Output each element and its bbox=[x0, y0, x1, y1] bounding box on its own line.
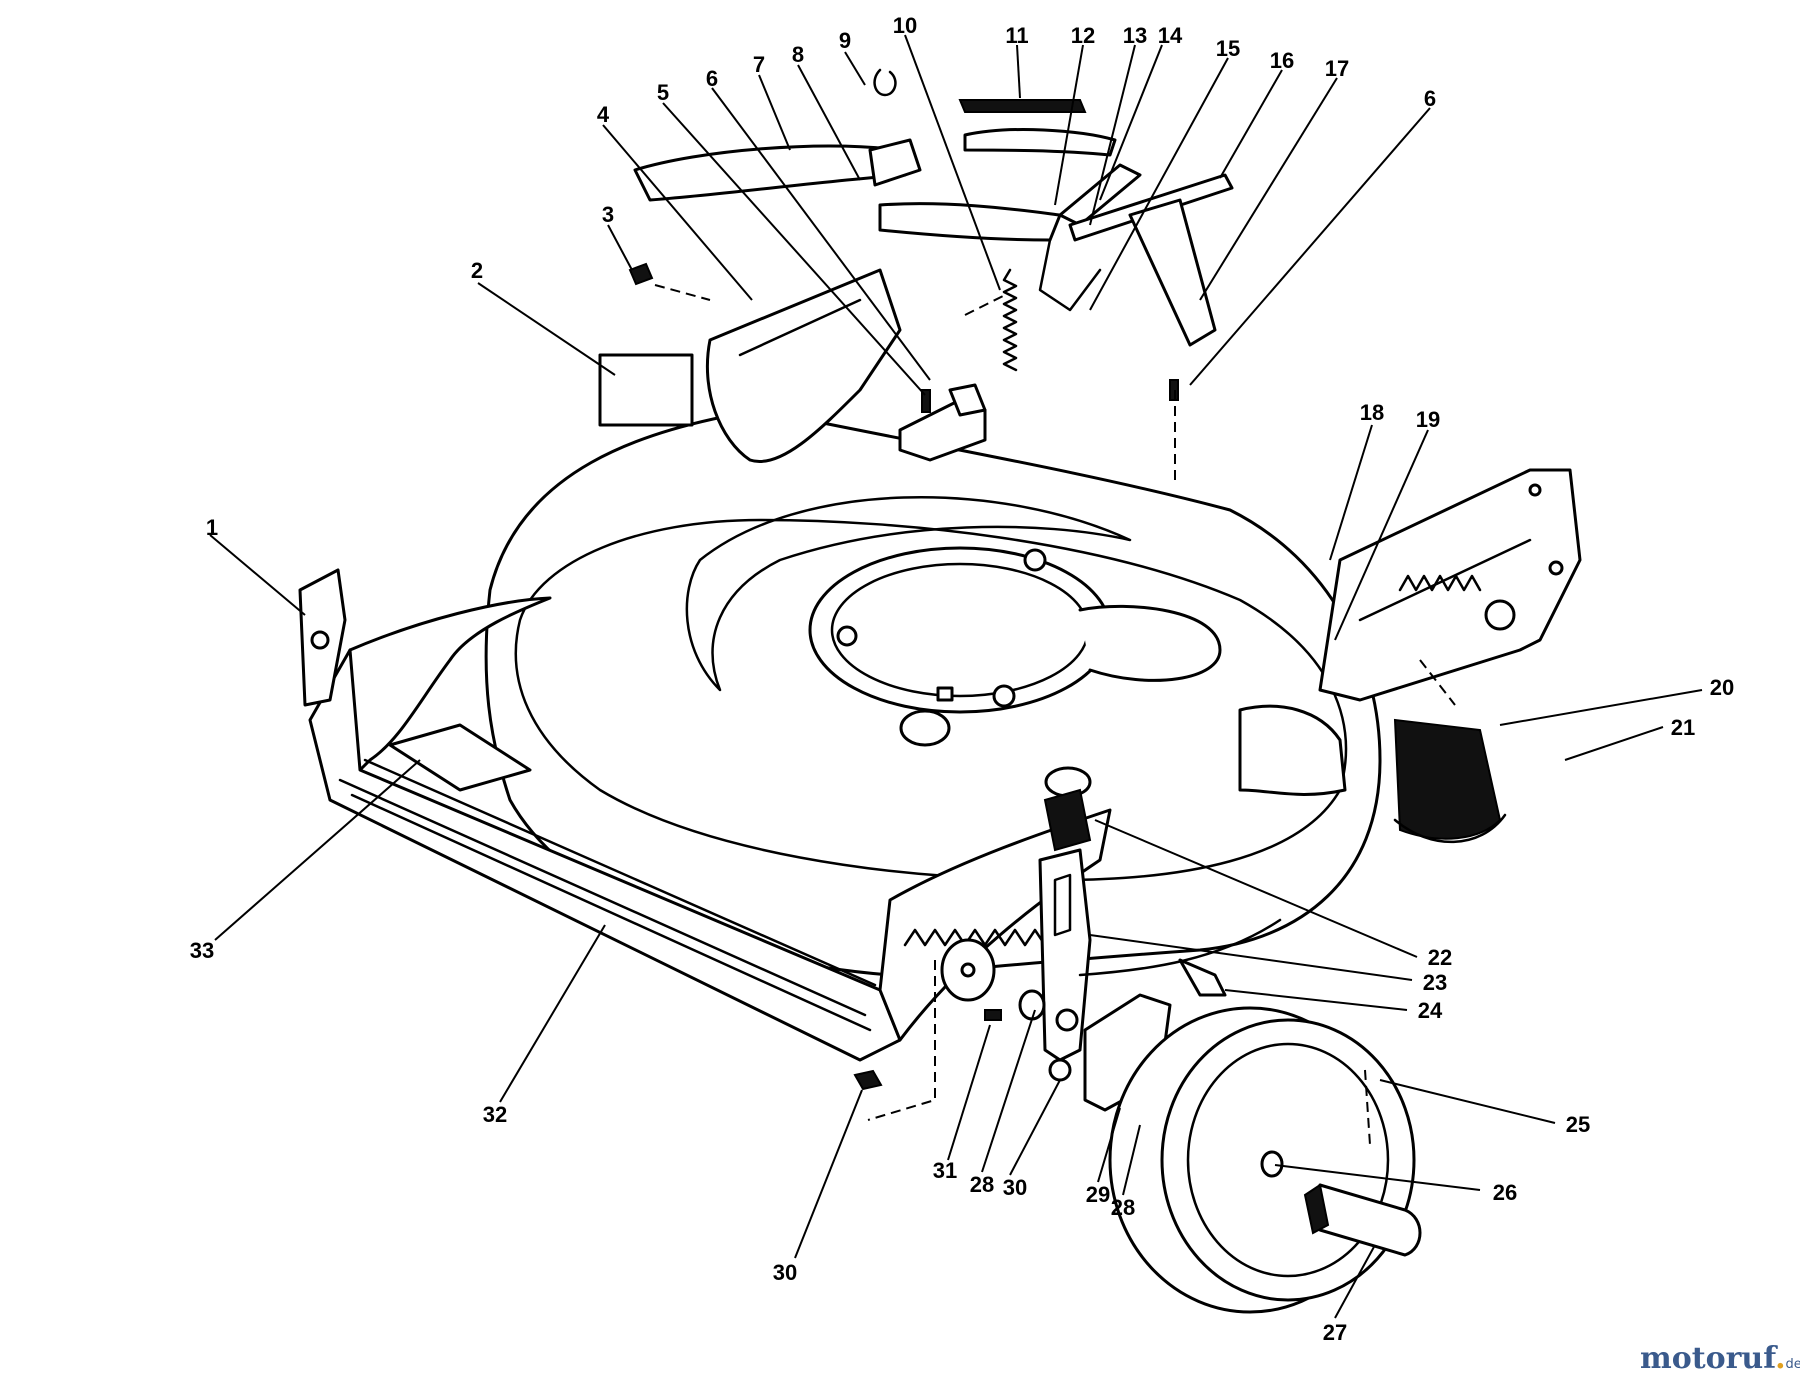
callout-16: 16 bbox=[1270, 48, 1294, 73]
callout-23: 23 bbox=[1423, 970, 1447, 995]
callout-20: 20 bbox=[1710, 675, 1734, 700]
callout-29: 29 bbox=[1086, 1182, 1110, 1207]
callout-4: 4 bbox=[597, 102, 610, 127]
watermark-logo: motoruf.de bbox=[1640, 1341, 1800, 1376]
callout-21: 21 bbox=[1671, 715, 1695, 740]
callout-1: 1 bbox=[206, 515, 218, 540]
callout-17: 17 bbox=[1325, 56, 1349, 81]
callout-9: 9 bbox=[839, 28, 851, 53]
mower-deck bbox=[308, 408, 1507, 1062]
callout-19: 19 bbox=[1416, 407, 1440, 432]
callout-32: 32 bbox=[483, 1102, 507, 1127]
watermark-tld: de bbox=[1786, 1357, 1800, 1372]
callout-14: 14 bbox=[1158, 23, 1183, 48]
watermark-dot: . bbox=[1775, 1341, 1785, 1376]
callout-11: 11 bbox=[1005, 23, 1028, 48]
callout-6b: 6 bbox=[1424, 86, 1436, 111]
callout-26: 26 bbox=[1493, 1180, 1517, 1205]
front-wheel-assembly bbox=[654, 284, 1456, 1314]
callout-2: 2 bbox=[471, 258, 483, 283]
rear-height-bracket bbox=[1318, 468, 1582, 702]
leader-lines bbox=[209, 34, 1703, 1319]
callout-30b: 30 bbox=[773, 1260, 797, 1285]
callout-33: 33 bbox=[190, 938, 214, 963]
callout-28b: 28 bbox=[1111, 1195, 1135, 1220]
handle-assembly bbox=[298, 68, 1234, 707]
callout-7: 7 bbox=[753, 52, 765, 77]
callout-13: 13 bbox=[1123, 23, 1147, 48]
callout-27: 27 bbox=[1323, 1320, 1347, 1345]
callout-31: 31 bbox=[933, 1158, 957, 1183]
callout-30a: 30 bbox=[1003, 1175, 1027, 1200]
watermark-brand: motoruf bbox=[1640, 1341, 1778, 1376]
callout-18: 18 bbox=[1360, 400, 1384, 425]
callout-24: 24 bbox=[1418, 998, 1443, 1023]
callout-5: 5 bbox=[657, 80, 669, 105]
callout-22: 22 bbox=[1428, 945, 1452, 970]
callout-10: 10 bbox=[893, 13, 917, 38]
callout-28a: 28 bbox=[970, 1172, 994, 1197]
callout-3: 3 bbox=[602, 202, 614, 227]
callout-12: 12 bbox=[1071, 23, 1095, 48]
svg-text:motoruf.de: motoruf.de bbox=[1640, 1341, 1800, 1376]
callout-8: 8 bbox=[792, 42, 804, 67]
callout-15: 15 bbox=[1216, 36, 1240, 61]
callout-25: 25 bbox=[1566, 1112, 1590, 1137]
callout-6a: 6 bbox=[706, 66, 718, 91]
callout-labels: 1 2 3 4 5 6 7 8 9 10 11 12 13 14 15 16 1… bbox=[190, 13, 1734, 1345]
